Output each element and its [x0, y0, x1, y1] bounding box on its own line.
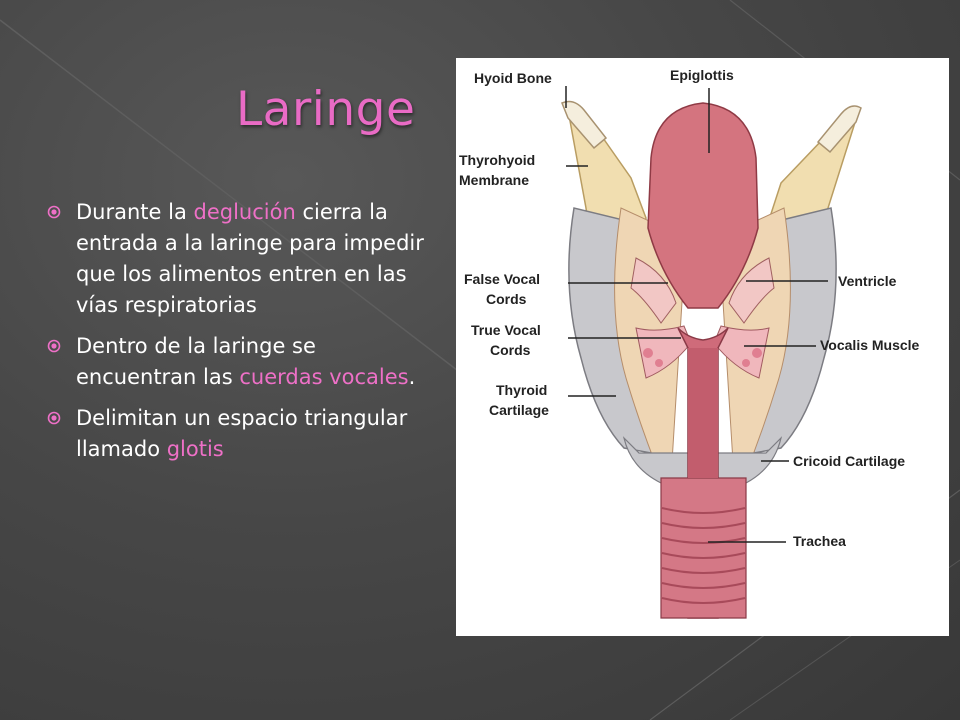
- label-epiglottis: Epiglottis: [670, 67, 734, 83]
- label-false-vocal-line2: Cords: [486, 291, 527, 307]
- label-thyroid-line2: Cartilage: [489, 402, 549, 418]
- label-ventricle: Ventricle: [838, 273, 897, 289]
- label-trachea: Trachea: [793, 533, 846, 549]
- label-vocalis-muscle: Vocalis Muscle: [820, 337, 920, 353]
- bullet-text: Dentro de la laringe se encuentran las: [76, 334, 316, 389]
- false-vocal-fold-right: [728, 257, 775, 324]
- label-true-vocal-line1: True Vocal: [471, 322, 541, 338]
- larynx-diagram: Hyoid Bone Epiglottis Thyrohyoid Membran…: [456, 58, 949, 636]
- highlight-term: glotis: [166, 437, 224, 461]
- epiglottis: [647, 102, 759, 309]
- label-thyrohyoid-line1: Thyrohyoid: [459, 152, 535, 168]
- tracheal-rings: [661, 507, 746, 604]
- label-cricoid-cartilage: Cricoid Cartilage: [793, 453, 905, 469]
- bullet-item: Delimitan un espacio triangular llamado …: [47, 403, 442, 465]
- label-hyoid-bone: Hyoid Bone: [474, 70, 552, 86]
- bullet-marker-icon: [47, 339, 61, 353]
- bullet-text: Delimitan un espacio triangular llamado: [76, 406, 408, 461]
- bullet-marker-icon: [47, 205, 61, 219]
- highlight-term: deglución: [193, 200, 296, 224]
- bullet-item: Durante la deglución cierra la entrada a…: [47, 197, 442, 321]
- label-thyrohyoid-line2: Membrane: [459, 172, 529, 188]
- bullet-text: .: [408, 365, 416, 389]
- trachea-lower: [660, 477, 747, 619]
- bullet-item: Dentro de la laringe se encuentran las c…: [47, 331, 442, 393]
- bullet-text: Durante la: [76, 200, 194, 224]
- bullet-text: cierra la entrada a la laringe para impe…: [76, 200, 424, 317]
- bullet-list: Durante la deglución cierra la entrada a…: [47, 197, 442, 475]
- label-true-vocal-line2: Cords: [490, 342, 531, 358]
- label-false-vocal-line1: False Vocal: [464, 271, 540, 287]
- hyoid-bone-right: [816, 105, 862, 154]
- highlight-term: cuerdas vocales: [239, 365, 409, 389]
- label-thyroid-line1: Thyroid: [496, 382, 547, 398]
- false-vocal-fold: [630, 257, 677, 324]
- larynx-illustration: Hyoid Bone Epiglottis Thyrohyoid Membran…: [459, 67, 920, 619]
- bullet-marker-icon: [47, 411, 61, 425]
- slide-title: Laringe: [236, 82, 416, 137]
